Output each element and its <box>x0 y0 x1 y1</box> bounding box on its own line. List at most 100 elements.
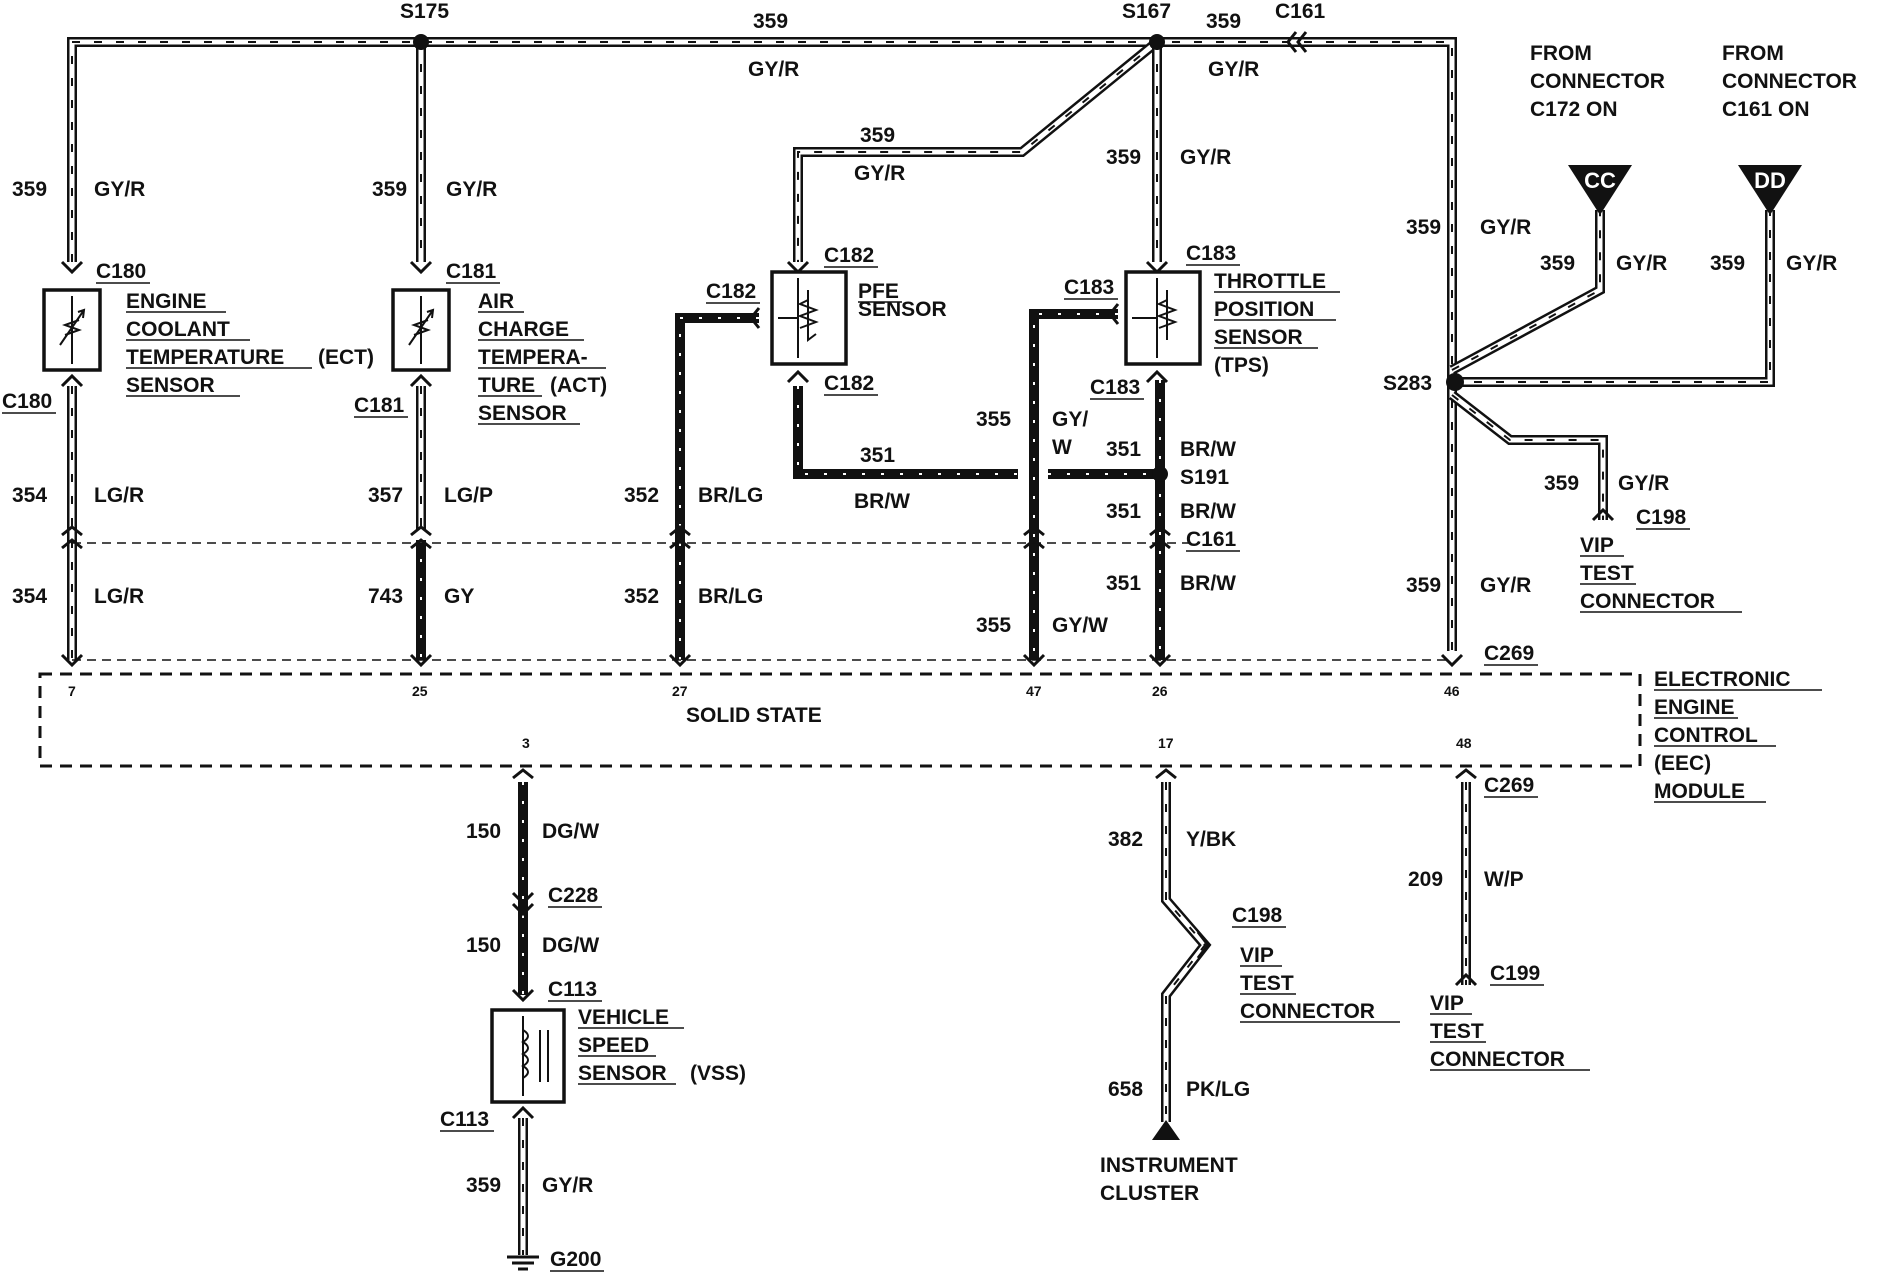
circuit-354-upper: 354 <box>12 484 47 507</box>
circuit-351-tps-mid: 351 <box>1106 500 1141 523</box>
color-w: W <box>1052 436 1072 459</box>
color-gy: GY <box>444 585 474 608</box>
circuit-359-cc: 359 <box>1540 252 1575 275</box>
connector-c182-left: C182 <box>706 280 756 303</box>
color-gyr-top: GY/R <box>748 58 799 81</box>
connector-c198-top: C198 <box>1636 506 1687 529</box>
splice-s283-dot <box>1446 373 1464 391</box>
ect-label-2: COOLANT <box>126 318 230 341</box>
color-gyw: GY/W <box>1052 614 1108 637</box>
ground-icon <box>507 1255 539 1271</box>
circuit-359-right-upper: 359 <box>1406 216 1441 239</box>
circuit-209: 209 <box>1408 868 1443 891</box>
instrument-label-2: CLUSTER <box>1100 1182 1199 1205</box>
act-label-2: CHARGE <box>478 318 569 341</box>
connector-c183-bot: C183 <box>1090 376 1140 399</box>
circuit-359-vss: 359 <box>466 1174 501 1197</box>
eec-label-4: (EEC) <box>1654 752 1711 775</box>
act-label-4: TURE <box>478 374 535 397</box>
ect-label-3: TEMPERATURE <box>126 346 284 369</box>
marker-dd-label: DD <box>1754 168 1786 193</box>
connector-c181-top: C181 <box>446 260 497 283</box>
circuit-382: 382 <box>1108 828 1143 851</box>
vip-c199-label-2: TEST <box>1430 1020 1484 1043</box>
circuit-352-lower: 352 <box>624 585 659 608</box>
pin-17: 17 <box>1158 735 1174 751</box>
circuit-354-lower: 354 <box>12 585 47 608</box>
act-sensor-symbol <box>391 288 451 372</box>
eec-label-3: CONTROL <box>1654 724 1758 747</box>
connector-c269-top: C269 <box>1484 642 1534 665</box>
splice-s175-dot <box>413 34 429 50</box>
connector-c113-top: C113 <box>548 978 597 1001</box>
connector-c182-bot: C182 <box>824 372 874 395</box>
color-gyr-tps: GY/R <box>1180 146 1231 169</box>
marker-cc-label: CC <box>1584 168 1616 193</box>
connector-c161-top: C161 <box>1275 0 1326 23</box>
tps-label-1: THROTTLE <box>1214 270 1326 293</box>
from-c161-label-3: C161 ON <box>1722 98 1810 121</box>
splice-s167-dot <box>1149 34 1165 50</box>
color-gyr-vip: GY/R <box>1618 472 1669 495</box>
instrument-label-1: INSTRUMENT <box>1100 1154 1238 1177</box>
ect-label-1: ENGINE <box>126 290 207 313</box>
from-c172-label-2: CONNECTOR <box>1530 70 1665 93</box>
color-gyr-c161: GY/R <box>1208 58 1259 81</box>
color-gyr-ect: GY/R <box>94 178 145 201</box>
circuit-359-c161: 359 <box>1206 10 1241 33</box>
circuit-351-tps-lower: 351 <box>1106 572 1141 595</box>
pin-3: 3 <box>522 735 530 751</box>
circuit-355-upper: 355 <box>976 408 1011 431</box>
pin-7: 7 <box>68 683 76 699</box>
vss-sensor-symbol <box>490 1008 566 1104</box>
eec-label-1: ELECTRONIC <box>1654 668 1791 691</box>
color-pklg: PK/LG <box>1186 1078 1250 1101</box>
wire-group-light <box>67 37 1775 1255</box>
color-gyr-cc: GY/R <box>1616 252 1667 275</box>
act-label-3: TEMPERA- <box>478 346 588 369</box>
vss-label-3: SENSOR <box>578 1062 667 1085</box>
circuit-150-lower: 150 <box>466 934 501 957</box>
tps-sensor-symbol <box>1124 270 1202 366</box>
color-lgr-lower: LG/R <box>94 585 144 608</box>
circuit-357: 357 <box>368 484 403 507</box>
circuit-359-tps: 359 <box>1106 146 1141 169</box>
eec-solid-state: SOLID STATE <box>686 704 822 727</box>
connector-c181-bot: C181 <box>354 394 405 417</box>
from-c172-label-3: C172 ON <box>1530 98 1618 121</box>
connector-c180-top: C180 <box>96 260 146 283</box>
pin-47: 47 <box>1026 683 1042 699</box>
marker-dd: DD <box>1738 165 1802 215</box>
circuit-359-dd: 359 <box>1710 252 1745 275</box>
circuit-359-vip: 359 <box>1544 472 1579 495</box>
tps-label-4: (TPS) <box>1214 354 1269 377</box>
vip-mid-label-3: CONNECTOR <box>1240 1000 1375 1023</box>
ect-label-4: (ECT) <box>318 346 374 369</box>
color-brw-tps-lower: BR/W <box>1180 572 1236 595</box>
color-ybk: Y/BK <box>1186 828 1236 851</box>
color-gy-slash: GY/ <box>1052 408 1088 431</box>
vip-mid-label-2: TEST <box>1240 972 1294 995</box>
connector-c161-mid: C161 <box>1186 528 1237 551</box>
eec-module-boundary <box>38 672 1642 768</box>
connector-c183-top: C183 <box>1186 242 1236 265</box>
tps-label-3: SENSOR <box>1214 326 1303 349</box>
vss-label-1: VEHICLE <box>578 1006 669 1029</box>
ect-label-5: SENSOR <box>126 374 215 397</box>
color-gyr-right-upper: GY/R <box>1480 216 1531 239</box>
pin-25: 25 <box>412 683 428 699</box>
from-c161-label-2: CONNECTOR <box>1722 70 1857 93</box>
vip-mid-label-1: VIP <box>1240 944 1274 967</box>
connector-c182-top: C182 <box>824 244 874 267</box>
connector-c180-bot: C180 <box>2 390 52 413</box>
splice-s191-dot <box>1152 466 1168 482</box>
connector-c228: C228 <box>548 884 599 907</box>
pfe-sensor-symbol <box>770 270 848 366</box>
connector-c199: C199 <box>1490 962 1540 985</box>
connector-chevrons <box>60 31 1615 1120</box>
circuit-355-lower: 355 <box>976 614 1011 637</box>
connector-c269-bot: C269 <box>1484 774 1534 797</box>
vip-right-label-3: CONNECTOR <box>1580 590 1715 613</box>
vip-c199-label-3: CONNECTOR <box>1430 1048 1565 1071</box>
color-brw-tps-mid: BR/W <box>1180 500 1236 523</box>
